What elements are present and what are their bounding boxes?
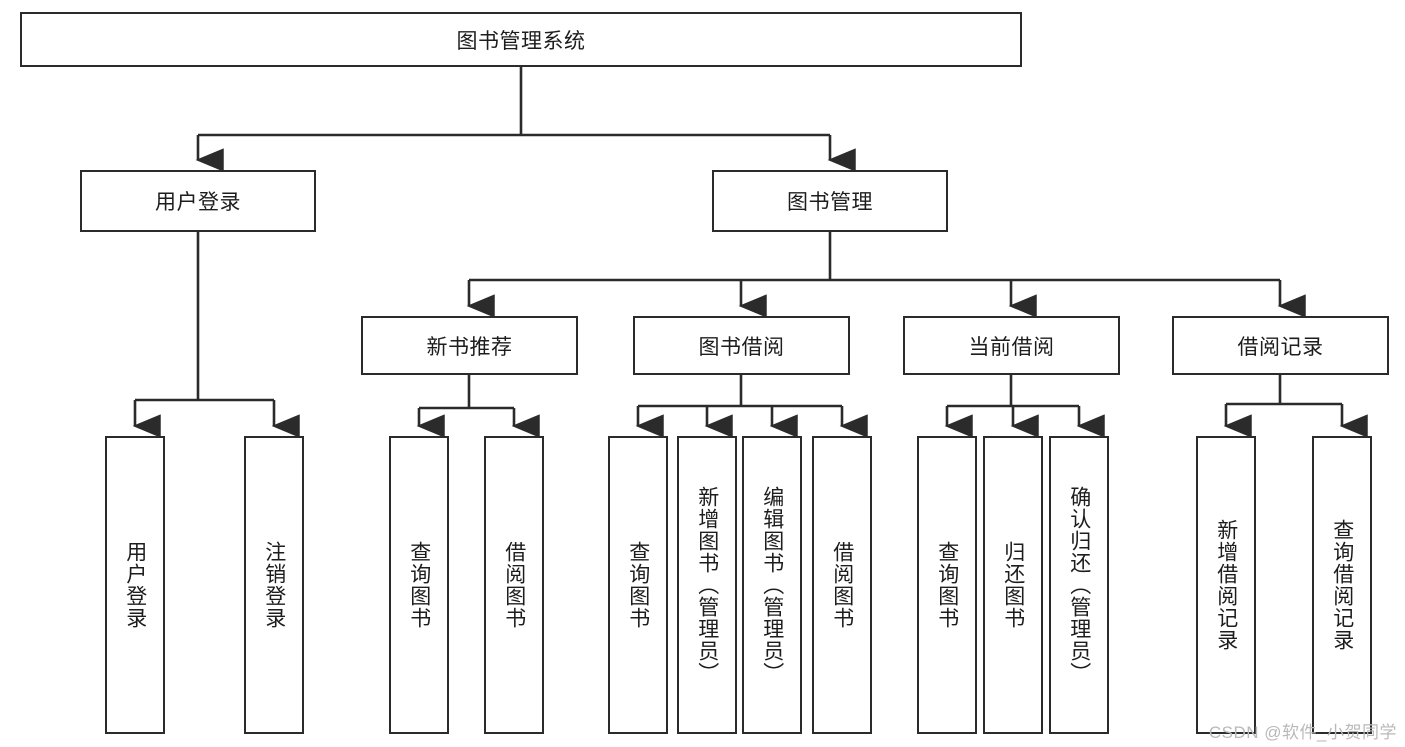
node-new-book-recommend[interactable]: 新书推荐 (361, 316, 578, 375)
node-book-management[interactable]: 图书管理 (712, 170, 948, 232)
leaf-edit-book-admin-label: 编辑图书（管理员） (760, 486, 784, 684)
leaf-user-login[interactable]: 用户登录 (105, 436, 165, 734)
leaf-add-book-admin[interactable]: 新增图书（管理员） (677, 436, 737, 734)
leaf-borrow-book-newbook[interactable]: 借阅图书 (484, 436, 544, 734)
leaf-borrow-book-newbook-label: 借阅图书 (502, 541, 526, 629)
leaf-query-borrow-record-label: 查询借阅记录 (1330, 519, 1354, 651)
leaf-return-book[interactable]: 归还图书 (983, 436, 1043, 734)
node-book-borrow[interactable]: 图书借阅 (633, 316, 850, 375)
leaf-confirm-return-admin[interactable]: 确认归还（管理员） (1049, 436, 1109, 734)
leaf-query-book-current-label: 查询图书 (935, 541, 959, 629)
node-current-borrow[interactable]: 当前借阅 (903, 316, 1120, 375)
leaf-query-book-borrow-label: 查询图书 (626, 541, 650, 629)
leaf-borrow-book[interactable]: 借阅图书 (812, 436, 872, 734)
leaf-add-borrow-record[interactable]: 新增借阅记录 (1196, 436, 1256, 734)
leaf-borrow-book-label: 借阅图书 (830, 541, 854, 629)
leaf-add-borrow-record-label: 新增借阅记录 (1214, 519, 1238, 651)
leaf-query-borrow-record[interactable]: 查询借阅记录 (1312, 436, 1372, 734)
node-new-book-recommend-label: 新书推荐 (426, 335, 513, 359)
leaf-user-logout-label: 注销登录 (262, 541, 286, 629)
watermark-text: CSDN @软件_小贺同学 (1208, 723, 1397, 742)
leaf-return-book-label: 归还图书 (1001, 541, 1025, 629)
node-book-management-label: 图书管理 (787, 191, 873, 214)
leaf-user-login-label: 用户登录 (123, 541, 147, 629)
node-root-label: 图书管理系统 (456, 29, 586, 53)
leaf-query-book-current[interactable]: 查询图书 (917, 436, 977, 734)
leaf-query-book-borrow[interactable]: 查询图书 (608, 436, 668, 734)
node-root[interactable]: 图书管理系统 (20, 12, 1022, 67)
leaf-add-book-admin-label: 新增图书（管理员） (695, 486, 719, 684)
node-user-login[interactable]: 用户登录 (80, 170, 316, 232)
node-user-login-label: 用户登录 (155, 191, 241, 214)
node-borrow-record-label: 借阅记录 (1237, 335, 1324, 359)
node-borrow-record[interactable]: 借阅记录 (1172, 316, 1389, 375)
leaf-query-book-newbook[interactable]: 查询图书 (389, 436, 449, 734)
leaf-edit-book-admin[interactable]: 编辑图书（管理员） (742, 436, 802, 734)
leaf-query-book-newbook-label: 查询图书 (407, 541, 431, 629)
node-current-borrow-label: 当前借阅 (968, 335, 1055, 359)
leaf-user-logout[interactable]: 注销登录 (244, 436, 304, 734)
node-book-borrow-label: 图书借阅 (698, 335, 785, 359)
leaf-confirm-return-admin-label: 确认归还（管理员） (1067, 486, 1091, 684)
